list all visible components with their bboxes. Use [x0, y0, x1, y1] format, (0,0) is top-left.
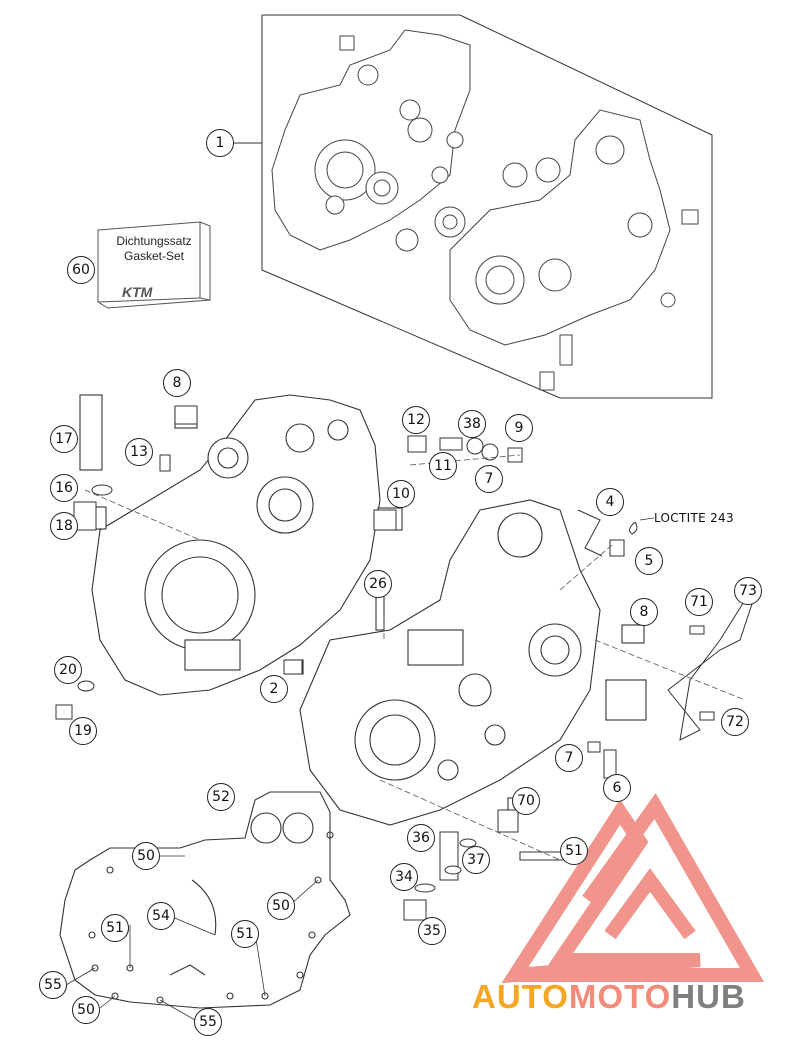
callout-7-top: 7 [475, 465, 503, 493]
callout-17: 17 [50, 425, 78, 453]
callout-35: 35 [418, 917, 446, 945]
watermark-hub: HUB [671, 978, 746, 1015]
gasket-set-line-1: Dichtungssatz [116, 234, 192, 248]
crankcase-assembly-frame [232, 14, 713, 399]
loctite-note: LOCTITE 243 [654, 511, 734, 525]
gasket-set-label: Dichtungssatz Gasket-Set [104, 234, 204, 264]
small-parts [55, 405, 753, 921]
left-crankcase-half [79, 394, 403, 696]
callout-52: 52 [207, 783, 235, 811]
callout-6: 6 [603, 774, 631, 802]
callout-60: 60 [67, 256, 95, 284]
callout-26: 26 [364, 570, 392, 598]
callout-8-top: 8 [163, 369, 191, 397]
callout-51-center: 51 [231, 920, 259, 948]
callout-71: 71 [685, 588, 713, 616]
top-left-crankcase [271, 29, 471, 252]
callout-34: 34 [390, 863, 418, 891]
callout-36: 36 [407, 824, 435, 852]
ktm-logo: KTM [122, 284, 153, 300]
callout-51-left: 51 [101, 914, 129, 942]
callout-9: 9 [505, 414, 533, 442]
gasket-set-box [97, 221, 211, 309]
callout-1: 1 [206, 129, 234, 157]
callout-7-bottom: 7 [555, 744, 583, 772]
callout-5: 5 [635, 547, 663, 575]
callout-10: 10 [387, 480, 415, 508]
callout-4: 4 [596, 488, 624, 516]
callout-38: 38 [458, 410, 486, 438]
watermark-logo [501, 793, 765, 984]
callout-20: 20 [54, 656, 82, 684]
watermark-moto: MOTO [568, 978, 672, 1015]
callout-70: 70 [512, 787, 540, 815]
callout-72: 72 [721, 708, 749, 736]
callout-37: 37 [462, 846, 490, 874]
callout-55-left: 55 [39, 971, 67, 999]
callout-51-right: 51 [560, 837, 588, 865]
callout-16: 16 [50, 474, 78, 502]
gasket-set-line-2: Gasket-Set [123, 249, 185, 263]
crankcase-gasket [59, 791, 351, 1009]
callout-13: 13 [125, 438, 153, 466]
callout-55-bottom: 55 [194, 1008, 222, 1036]
callout-50-top: 50 [132, 842, 160, 870]
callout-54: 54 [147, 902, 175, 930]
right-crankcase-half [299, 499, 647, 826]
watermark-brand: AUTOMOTOHUB [472, 978, 746, 1016]
callout-leaders [65, 517, 655, 1021]
callout-73: 73 [734, 577, 762, 605]
callout-19: 19 [69, 717, 97, 745]
callout-12: 12 [402, 406, 430, 434]
callout-50-bottom: 50 [72, 996, 100, 1024]
top-right-crankcase [449, 109, 699, 391]
callout-11: 11 [429, 452, 457, 480]
watermark-auto: AUTO [472, 978, 569, 1015]
callout-18: 18 [50, 512, 78, 540]
callout-2: 2 [260, 675, 288, 703]
leader-lines [84, 454, 746, 861]
callout-8-right: 8 [630, 598, 658, 626]
callout-50-middle: 50 [267, 892, 295, 920]
